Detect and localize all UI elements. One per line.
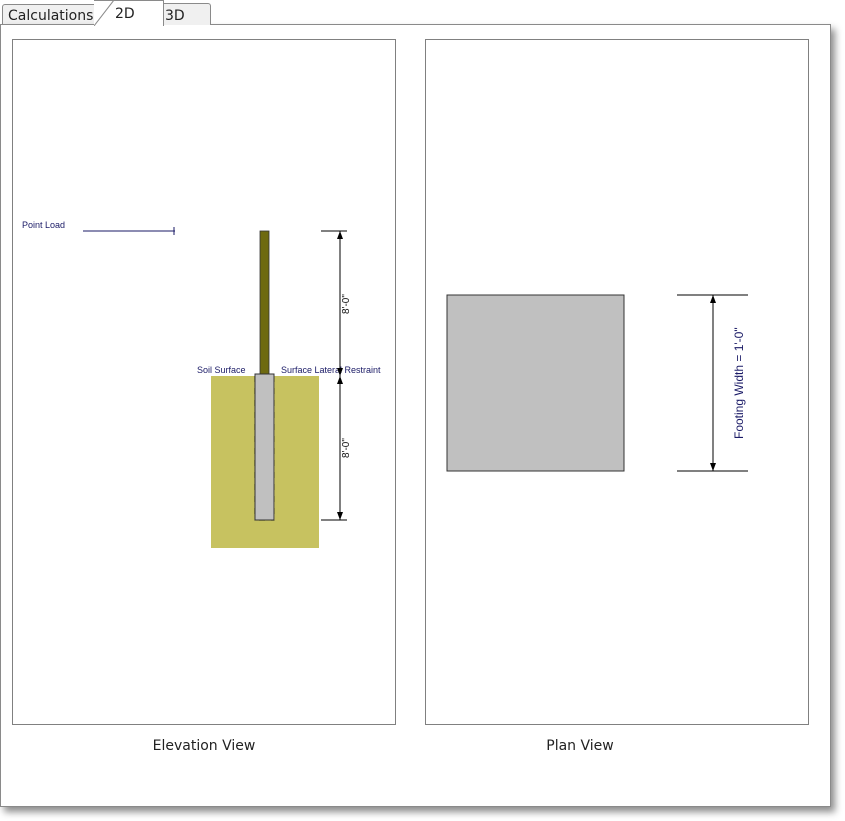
tab-bar: Calculations 3D 2D xyxy=(0,0,400,26)
elevation-view-caption: Elevation View xyxy=(152,738,256,754)
tab-3d[interactable]: 3D xyxy=(162,3,211,25)
point-load-label: Point Load xyxy=(22,220,65,230)
tab-calculations[interactable]: Calculations xyxy=(2,4,112,25)
plan-dimensions xyxy=(677,294,748,472)
dim-label-above: 8'-0" xyxy=(341,294,352,314)
plan-view-panel: Footing Width = 1'-0" xyxy=(425,39,809,725)
tab-slant xyxy=(94,0,114,26)
plan-drawing: Footing Width = 1'-0" xyxy=(446,294,748,472)
post xyxy=(259,230,270,377)
tab-2d-label: 2D xyxy=(115,6,135,22)
tab-calculations-label: Calculations xyxy=(8,8,94,24)
elevation-dimensions xyxy=(321,230,347,521)
dim-arrow-bottom xyxy=(337,512,343,520)
elevation-drawing: Point Load Soil Surface Surface Lateral … xyxy=(22,220,381,548)
plan-view-caption: Plan View xyxy=(546,738,614,754)
dim-arrow-top xyxy=(337,231,343,239)
dim-arrow-mid-up xyxy=(337,368,343,376)
footing-plan xyxy=(446,294,625,472)
tab-3d-label: 3D xyxy=(165,8,185,24)
dim-label-below: 8'-0" xyxy=(341,438,352,458)
tab-2d[interactable]: 2D xyxy=(94,0,164,26)
soil-surface-label: Soil Surface xyxy=(197,365,246,375)
footing xyxy=(254,373,275,521)
footing-width-label: Footing Width = 1'-0" xyxy=(732,327,746,439)
elevation-view-panel: Point Load Soil Surface Surface Lateral … xyxy=(12,39,396,725)
dim-arrow-mid-down xyxy=(337,376,343,384)
surface-lateral-restraint-label: Surface Lateral Restraint xyxy=(281,365,381,375)
plan-dim-arrow-top xyxy=(710,295,716,303)
plan-dim-arrow-bottom xyxy=(710,463,716,471)
